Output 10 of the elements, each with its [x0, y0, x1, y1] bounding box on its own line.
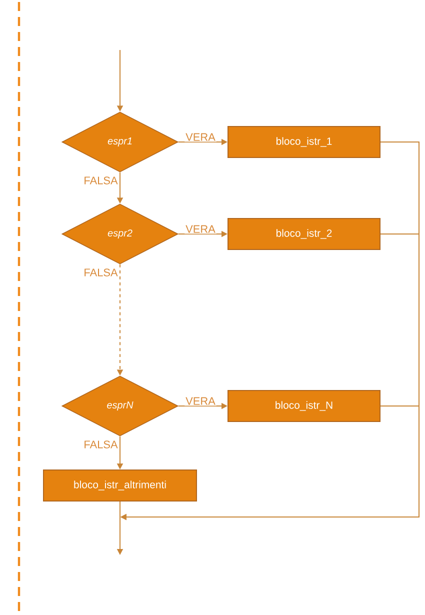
edge-label: FALSA [82, 268, 119, 278]
process-box: bloco_istr_2 [228, 218, 380, 250]
process-box: bloco_istr_altrimenti [43, 470, 197, 502]
edge-label: VERA [184, 396, 216, 406]
edge-label: VERA [184, 224, 216, 234]
edge-label: FALSA [82, 176, 119, 186]
edge-label: FALSA [82, 440, 119, 450]
edge-label: VERA [184, 132, 216, 142]
process-box: bloco_istr_1 [228, 126, 380, 158]
process-box: bloco_istr_N [228, 390, 380, 422]
